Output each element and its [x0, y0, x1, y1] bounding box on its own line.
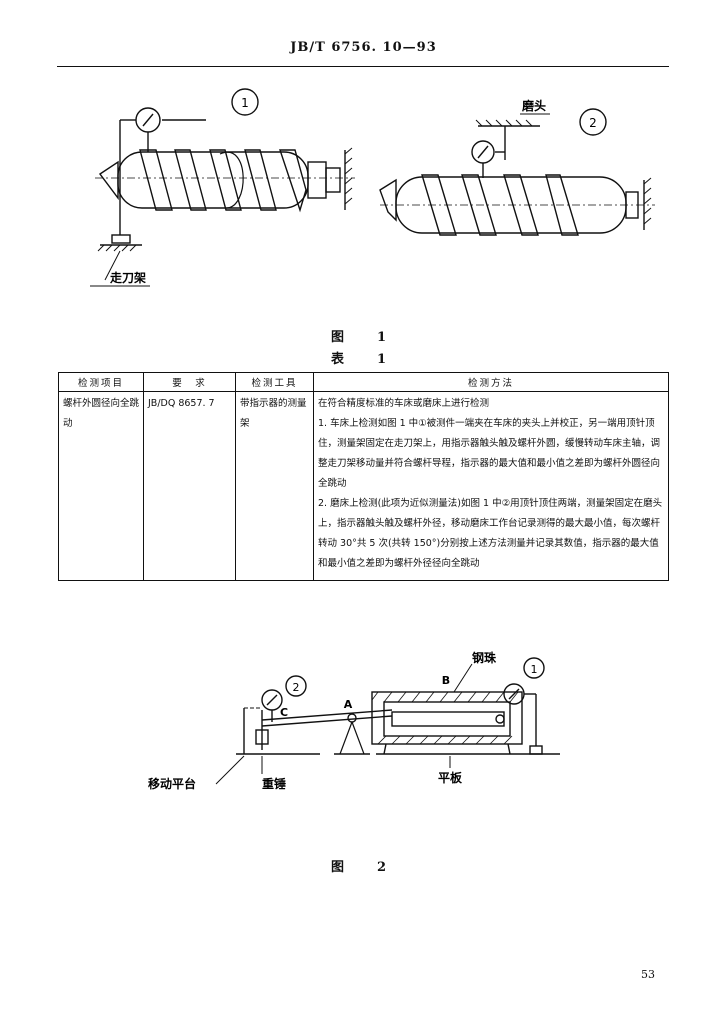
method-intro: 在符合精度标准的车床或磨床上进行检测: [318, 398, 490, 409]
fig1-marker-1: 1: [241, 96, 249, 110]
label-weight: 重锤: [262, 776, 286, 791]
header-method: 检测方法: [313, 372, 669, 392]
fig2-marker-2-circle: [285, 675, 307, 697]
figure-1-drawing: 1 2 走刀架 磨头: [90, 88, 655, 287]
standard-header: JB/T 6756. 10—93: [290, 40, 437, 55]
fig1-marker-2: 2: [589, 116, 597, 130]
label-tool-carriage: 走刀架: [110, 270, 146, 285]
point-a: A: [344, 698, 353, 711]
header-tool: 检测工具: [235, 372, 314, 392]
cell-method: 在符合精度标准的车床或磨床上进行检测 1. 车床上检测如图 1 中①被测件一端夹…: [313, 391, 669, 581]
figure-2-caption: 图 2: [330, 860, 397, 875]
header-requirement: 要 求: [143, 372, 236, 392]
label-flat-plate: 平板: [438, 770, 463, 785]
fig2-marker-1: 1: [531, 663, 538, 676]
header-item: 检测项目: [58, 372, 144, 392]
cell-requirement: JB/DQ 8657. 7: [143, 391, 236, 581]
method-step-2: 2. 磨床上检测(此项为近似测量法)如图 1 中②用顶针顶住两端，测量架固定在磨…: [318, 498, 663, 569]
label-grinding-head: 磨头: [521, 98, 546, 113]
chuck-shape: [98, 160, 119, 201]
table-row: 螺杆外圆径向全跳动 JB/DQ 8657. 7 带指示器的测量架 在符合精度标准…: [58, 391, 669, 581]
table-header-row: 检测项目 要 求 检测工具 检测方法: [58, 372, 669, 392]
point-c: C: [280, 706, 288, 719]
inspection-table: 检测项目 要 求 检测工具 检测方法 螺杆外圆径向全跳动 JB/DQ 8657.…: [58, 372, 669, 581]
label-steel-ball: 钢珠: [472, 650, 497, 665]
cell-tool: 带指示器的测量架: [235, 391, 314, 581]
page-number: 53: [641, 968, 655, 981]
method-step-1: 1. 车床上检测如图 1 中①被测件一端夹在车床的夹头上并校正，另一端用顶针顶住…: [318, 418, 661, 489]
header-rule: [57, 66, 669, 67]
figure-2-drawing: 2 1 A B C 钢珠 移动平台 重锤 平板: [148, 650, 560, 791]
figure-1-caption: 图 1: [330, 330, 397, 345]
point-b: B: [442, 674, 450, 687]
table-1-caption: 表 1: [330, 352, 397, 367]
cell-item: 螺杆外圆径向全跳动: [58, 391, 144, 581]
marker-2-circle: [579, 108, 607, 136]
marker-1-circle: [231, 88, 259, 116]
fig2-marker-2: 2: [293, 681, 300, 694]
label-moving-platform: 移动平台: [148, 776, 196, 791]
fig2-marker-1-circle: [523, 657, 545, 679]
